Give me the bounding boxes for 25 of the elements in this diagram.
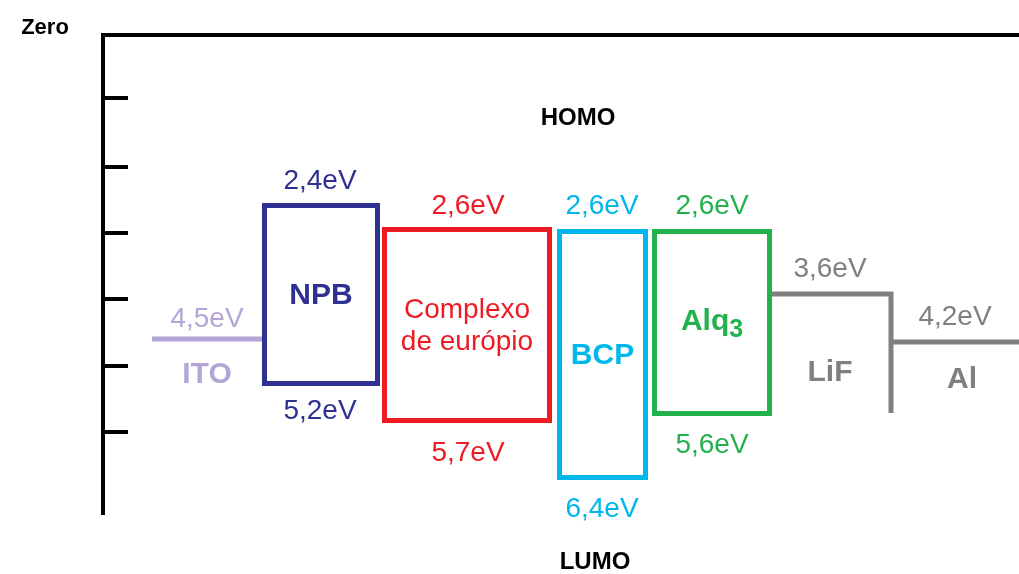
material-name: Complexo de európio — [399, 292, 535, 358]
energy-level-box — [652, 229, 772, 416]
energy-value: 4,2eV — [918, 302, 992, 330]
energy-value: 4,5eV — [170, 304, 244, 332]
axis-label: Zero — [21, 16, 69, 38]
energy-value: 2,6eV — [431, 191, 505, 219]
material-name: Alq$_{3}$ — [680, 302, 744, 343]
energy-value: 5,7eV — [431, 438, 505, 466]
material-name: BCP — [570, 337, 635, 372]
material-name: LiF — [807, 356, 853, 386]
energy-value: 2,4eV — [283, 166, 357, 194]
energy-level-box — [262, 203, 380, 386]
energy-value: 2,6eV — [675, 191, 749, 219]
energy-value: 2,6eV — [565, 191, 639, 219]
energy-level-box — [557, 229, 648, 480]
energy-value: 3,6eV — [793, 254, 867, 282]
material-name: NPB — [289, 277, 353, 312]
axis-label: HOMO — [540, 105, 616, 129]
material-name: ITO — [182, 358, 232, 388]
energy-value: 5,6eV — [675, 430, 749, 458]
material-name: Al — [947, 363, 977, 393]
energy-value: 6,4eV — [565, 494, 639, 522]
axis-label: LUMO — [559, 549, 631, 573]
energy-level-box — [382, 227, 552, 423]
energy-value: 5,2eV — [283, 396, 357, 424]
